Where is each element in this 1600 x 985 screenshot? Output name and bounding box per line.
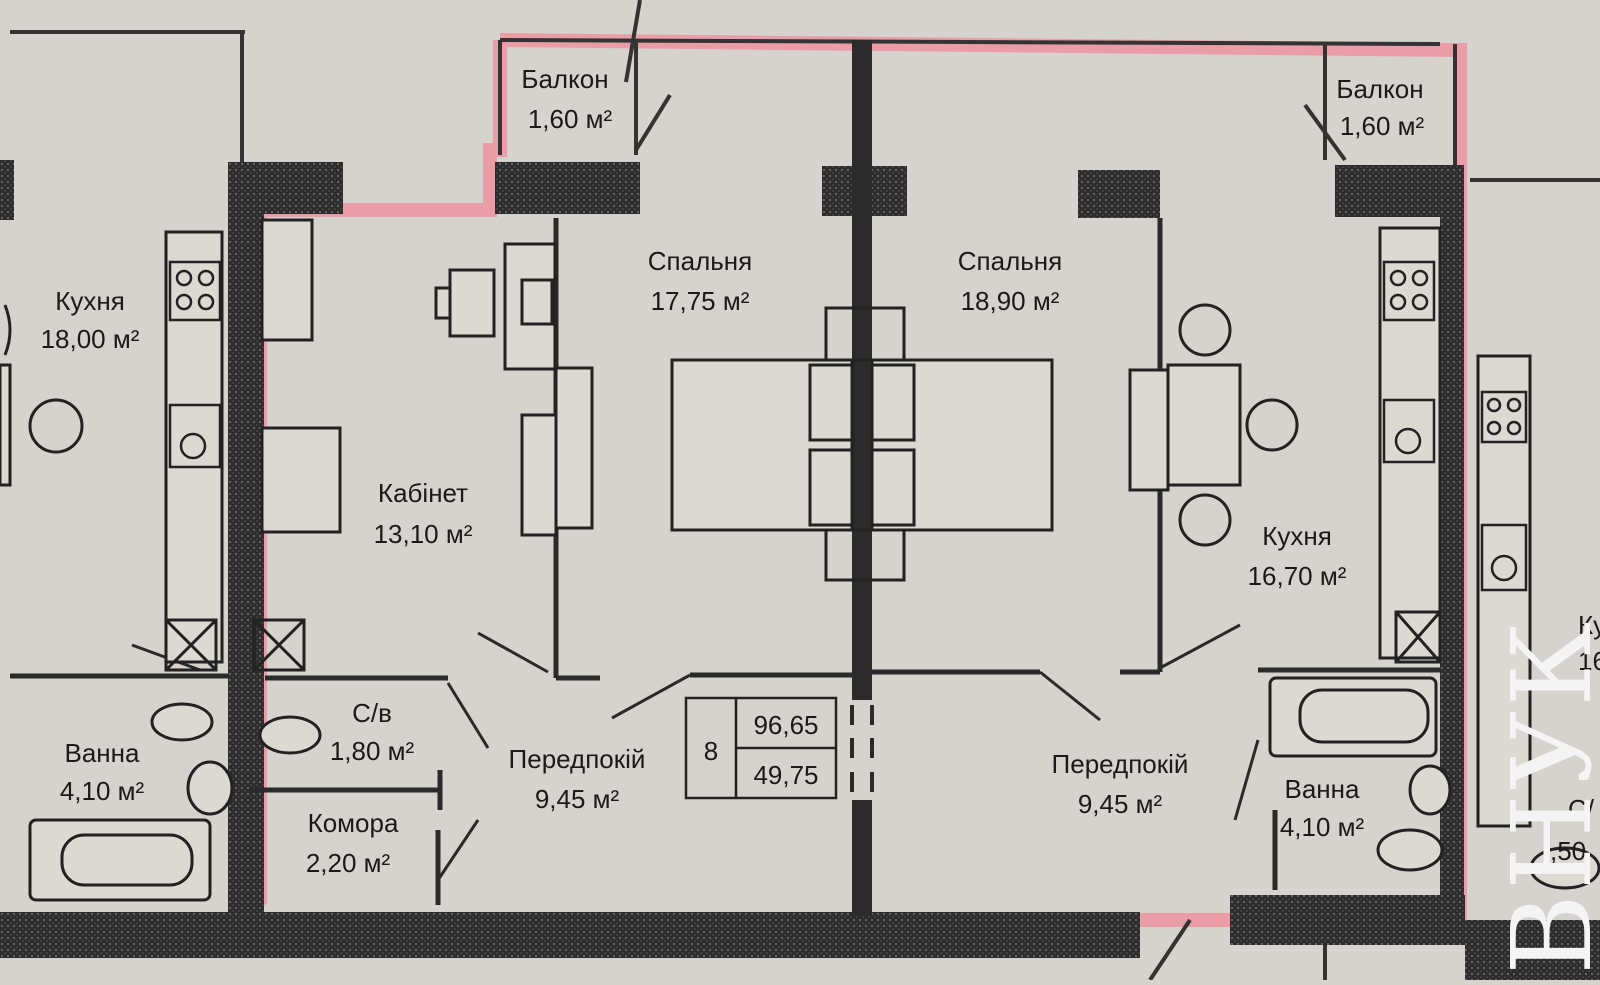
kitchen-far-left-name: Кухня xyxy=(55,286,125,316)
bath-left-area: 4,10 м² xyxy=(60,776,145,806)
bedroom-left-area: 17,75 м² xyxy=(651,286,750,316)
stoves xyxy=(168,260,1528,444)
kitchen-right-name: Кухня xyxy=(1262,521,1332,551)
edge-fragment-wc: С/ xyxy=(1568,794,1595,824)
edge-fragment-kitchen-area: 16, xyxy=(1578,646,1600,676)
bath-left-name: Ванна xyxy=(65,738,141,768)
wc-area: 1,80 м² xyxy=(330,736,415,766)
bathroom-fixtures xyxy=(28,676,1600,902)
corridor-marks xyxy=(850,705,874,792)
hall-right-area: 9,45 м² xyxy=(1078,789,1163,819)
hall-left-name: Передпокій xyxy=(509,744,646,774)
balcony-left-name: Балкон xyxy=(521,64,608,94)
balcony-right-area: 1,60 м² xyxy=(1340,111,1425,141)
kitchen-far-left-area: 18,00 м² xyxy=(41,324,140,354)
bath-right-area: 4,10 м² xyxy=(1280,812,1365,842)
apartment-number: 8 xyxy=(704,736,718,766)
kitchen-right-area: 16,70 м² xyxy=(1248,561,1347,591)
sinks xyxy=(168,398,1528,592)
storage-area: 2,20 м² xyxy=(306,848,391,878)
bath-right-name: Ванна xyxy=(1285,774,1361,804)
bedroom-right-area: 18,90 м² xyxy=(961,286,1060,316)
hall-right-name: Передпокій xyxy=(1052,749,1189,779)
central-partition xyxy=(852,40,872,915)
balcony-right-name: Балкон xyxy=(1336,74,1423,104)
balcony-outlines xyxy=(10,0,1600,982)
furniture xyxy=(0,218,1242,537)
edge-fragment-kitchen: Кух xyxy=(1578,610,1600,640)
balcony-left-area: 1,60 м² xyxy=(528,104,613,134)
study-name: Кабінет xyxy=(378,478,468,508)
wc-name: С/в xyxy=(352,698,392,728)
apartment-living-area: 49,75 xyxy=(753,760,818,790)
study-area: 13,10 м² xyxy=(374,519,473,549)
apartment-total-area: 96,65 xyxy=(753,710,818,740)
double-beds xyxy=(670,306,1054,582)
bedroom-left-name: Спальня xyxy=(648,246,752,276)
watermark: ВНУК xyxy=(1488,618,1600,975)
edge-fragment-wc-area: ,50 xyxy=(1550,836,1586,866)
apartment-info-box xyxy=(684,696,838,800)
bedroom-right-name: Спальня xyxy=(958,246,1062,276)
chairs xyxy=(3,303,1299,547)
room-labels: Балкон 1,60 м² Балкон 1,60 м² Спальня 17… xyxy=(41,64,1600,878)
ventilation-shafts xyxy=(164,610,1442,672)
hall-left-area: 9,45 м² xyxy=(535,784,620,814)
storage-name: Комора xyxy=(308,808,399,838)
